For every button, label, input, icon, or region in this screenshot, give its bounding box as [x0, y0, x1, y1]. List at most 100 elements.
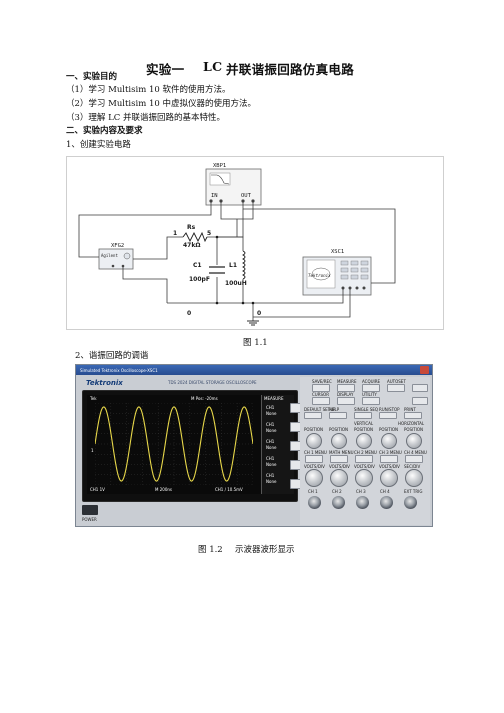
volts-div-knob[interactable] [380, 469, 398, 487]
horizontal-section-label: HORIZONTAL [398, 421, 425, 426]
close-icon[interactable] [420, 366, 429, 374]
top-button-label: DISPLAY [337, 392, 354, 397]
scope-mini-trace [311, 267, 331, 281]
volts-div-knob[interactable] [355, 469, 373, 487]
top-button-label: MEASURE [337, 379, 357, 384]
circuit-wires [78, 201, 396, 321]
circuit-diagram: XBP1 IN OUT XFG2 Agilent XSC1 Tektronix … [66, 156, 444, 330]
top-function-button[interactable] [387, 384, 405, 392]
node-1: 1 [173, 230, 177, 237]
power-button[interactable] [82, 505, 98, 515]
channel-menu-label: CH 3 MENU [379, 450, 402, 455]
input-connector-label: CH 4 [380, 489, 390, 494]
scope-mini-btn [360, 267, 369, 273]
measure-slot-channel: CH1 [266, 456, 275, 461]
run-stop-button[interactable] [412, 384, 428, 392]
position-knob[interactable] [381, 433, 397, 449]
resistor-symbol [182, 231, 208, 243]
bnc-connector[interactable] [308, 496, 321, 509]
title-part-2: LC [203, 59, 223, 74]
bode-out-label: OUT [241, 193, 252, 199]
channel-menu-button[interactable] [380, 455, 398, 463]
bnc-connector[interactable] [404, 496, 417, 509]
channel-menu-button[interactable] [305, 455, 323, 463]
position-knob[interactable] [331, 433, 347, 449]
channel-menu-button[interactable] [355, 455, 373, 463]
scope-brand: Tektronix [86, 379, 123, 387]
scope-mini-btn [350, 260, 359, 266]
mid-function-button[interactable] [329, 412, 347, 419]
channel-menu-button[interactable] [330, 455, 348, 463]
top-function-button[interactable] [312, 397, 330, 405]
power-label: POWER [82, 517, 97, 522]
volts-div-knob[interactable] [405, 469, 423, 487]
position-knob[interactable] [406, 433, 422, 449]
scope-mini-btn [360, 260, 369, 266]
measure-slot-channel: CH1 [266, 439, 275, 444]
mid-button-label: PRINT [404, 407, 416, 412]
objective-item-3: （3）理解 LC 并联谐振回路的基本特性。 [66, 113, 225, 123]
measure-slot-channel: CH1 [266, 473, 275, 478]
top-function-button[interactable] [337, 384, 355, 392]
mid-function-button[interactable] [304, 412, 322, 419]
mid-button-label: RUN/STOP [379, 407, 400, 412]
screen-ch1-scale: CH1 1V [90, 487, 105, 492]
measure-slot-value: None [266, 462, 277, 467]
position-knob-label: POSITION [354, 427, 374, 432]
circuit-svg: XBP1 IN OUT XFG2 Agilent XSC1 Tektronix … [78, 163, 396, 326]
title-part-1: 实验一 [146, 62, 185, 77]
position-knob[interactable] [306, 433, 322, 449]
volts-div-knob[interactable] [305, 469, 323, 487]
bnc-connector[interactable] [332, 496, 345, 509]
junction [215, 301, 219, 305]
mid-button-label: HELP [329, 407, 340, 412]
mid-function-button[interactable] [404, 412, 422, 419]
resistor-value: 47kΩ [183, 242, 200, 249]
title-part-3: 并联谐振回路仿真电路 [226, 62, 355, 77]
scope-mini-btn [340, 267, 349, 273]
bnc-connector[interactable] [380, 496, 393, 509]
bode-screen [209, 172, 231, 186]
mid-function-button[interactable] [354, 412, 372, 419]
volts-div-label: VOLTS/DIV [329, 464, 350, 469]
top-function-button[interactable] [312, 384, 330, 392]
figure-1-caption: 图 1.1 [243, 338, 268, 348]
position-knob-label: POSITION [304, 427, 324, 432]
scope-mini-btn [340, 260, 349, 266]
screen-timebase: M 200ns [155, 487, 172, 492]
top-function-button[interactable] [362, 397, 380, 405]
top-function-button[interactable] [337, 397, 355, 405]
measure-slot-value: None [266, 428, 277, 433]
volts-div-label: VOLTS/DIV [379, 464, 400, 469]
inductor-name: L1 [229, 262, 237, 269]
top-button-label: SAVE/REC [312, 379, 332, 384]
section1-heading: 一、实验目的 [66, 72, 118, 82]
capacitor-value: 100pF [189, 276, 210, 283]
scope-model: TDS 2024 DIGITAL STORAGE OSCILLOSCOPE [168, 380, 257, 385]
scope-terminal [355, 286, 359, 290]
vertical-section-label: VERTICAL [354, 421, 374, 426]
print-button[interactable] [412, 397, 428, 405]
mid-function-button[interactable] [379, 412, 397, 419]
scope-terminal [362, 286, 366, 290]
channel-menu-label: CH 2 MENU [354, 450, 377, 455]
scope-mini-btn [350, 274, 359, 280]
waveform-plot [95, 403, 253, 485]
position-knob[interactable] [356, 433, 372, 449]
volts-div-label: VOLTS/DIV [354, 464, 375, 469]
top-button-label: CURSOR [312, 392, 329, 397]
position-knob-label: POSITION [379, 427, 399, 432]
figure-2-caption-number: 图 1.2 [198, 545, 223, 555]
top-function-button[interactable] [362, 384, 380, 392]
scope-mini-btn [340, 274, 349, 280]
junction [251, 301, 255, 305]
channel-menu-button[interactable] [405, 455, 423, 463]
figure-2-caption-text: 示波器波形显示 [235, 545, 295, 555]
volts-div-knob[interactable] [330, 469, 348, 487]
measure-slot-channel: CH1 [266, 405, 275, 410]
top-button-label: ACQUIRE [362, 379, 381, 384]
input-connector-label: CH 2 [332, 489, 342, 494]
bnc-connector[interactable] [356, 496, 369, 509]
waveform-trace [95, 406, 253, 482]
